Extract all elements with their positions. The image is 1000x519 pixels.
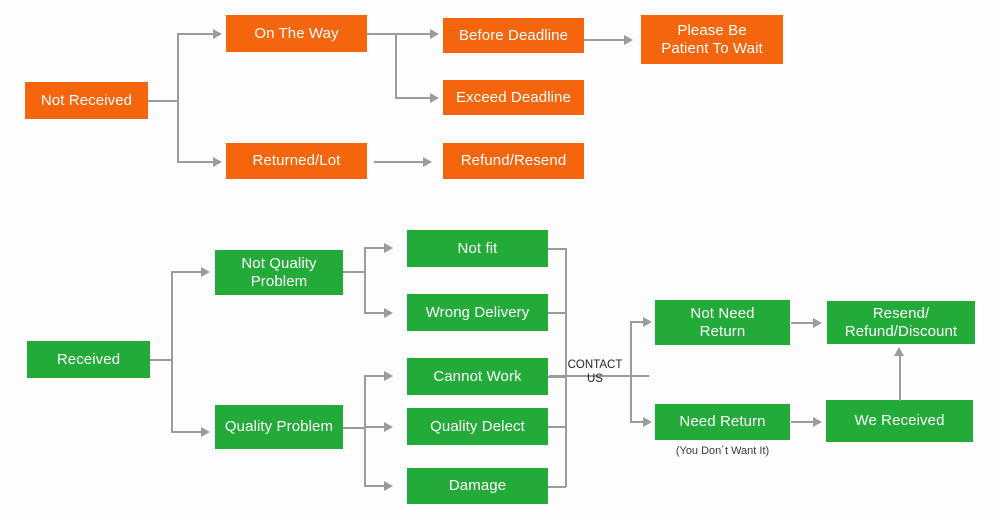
edge-to-on-the-way — [177, 33, 214, 35]
arrowhead-up-to-resend-refund-discount — [894, 347, 904, 356]
label-you-dont-want-it: (You Don´t Want It) — [675, 445, 770, 457]
edge-to-not-quality-problem — [171, 271, 202, 273]
node-wrong-delivery[interactable]: Wrong Delivery — [407, 294, 548, 331]
node-before-deadline[interactable]: Before Deadline — [443, 18, 584, 53]
node-not-quality-problem[interactable]: Not Quality Problem — [215, 250, 343, 295]
edge-return-split-vertical — [630, 321, 632, 422]
node-exceed-deadline[interactable]: Exceed Deadline — [443, 80, 584, 115]
edge-to-exceed-deadline — [395, 97, 430, 99]
label-contact-us: CONTACT US — [567, 359, 623, 386]
arrowhead-to-wrong-delivery — [384, 307, 393, 318]
arrowhead-to-please-be-patient — [624, 34, 633, 45]
edge-received-split-vertical — [171, 272, 173, 432]
edge-to-quality-delect — [364, 426, 385, 428]
edge-not-received-split-vertical — [177, 34, 179, 162]
arrowhead-to-we-received — [813, 416, 822, 427]
arrowhead-to-exceed-deadline — [430, 92, 439, 103]
arrowhead-to-need-return — [643, 416, 652, 427]
arrowhead-to-not-need-return — [643, 316, 652, 327]
arrowhead-to-returned-lot — [213, 156, 222, 167]
arrowhead-to-damage — [384, 480, 393, 491]
edge-quality-delect-stub — [548, 426, 566, 428]
edge-quality-problem-out — [343, 427, 365, 429]
node-resend-refund-discount[interactable]: Resend/ Refund/Discount — [827, 301, 975, 344]
node-damage[interactable]: Damage — [407, 468, 548, 504]
edge-to-need-return — [630, 421, 644, 423]
node-we-received[interactable]: We Received — [826, 400, 973, 442]
arrowhead-to-quality-delect — [384, 421, 393, 432]
edge-to-wrong-delivery — [364, 312, 385, 314]
edge-need-return-to-we-received — [791, 421, 814, 423]
arrowhead-to-resend-refund-discount — [813, 317, 822, 328]
arrowhead-to-not-fit — [384, 242, 393, 253]
edge-to-not-fit — [364, 247, 385, 249]
arrowhead-to-quality-problem — [201, 426, 210, 437]
edge-to-quality-problem — [171, 431, 202, 433]
node-on-the-way[interactable]: On The Way — [226, 15, 367, 52]
node-quality-delect[interactable]: Quality Delect — [407, 408, 548, 445]
edge-not-need-return-to-resend — [791, 322, 814, 324]
edge-nqp-split-vertical — [364, 248, 366, 313]
edge-to-not-need-return — [630, 321, 644, 323]
edge-to-returned-lot — [177, 161, 214, 163]
node-returned-lot[interactable]: Returned/Lot — [226, 143, 367, 179]
arrowhead-to-before-deadline — [430, 28, 439, 39]
edge-to-cannot-work — [364, 375, 385, 377]
edge-cannot-work-stub — [548, 376, 566, 378]
edge-contact-us-collector-bus — [565, 248, 567, 487]
edge-not-received-out — [148, 100, 178, 102]
node-cannot-work[interactable]: Cannot Work — [407, 358, 548, 395]
edge-deadline-split-vertical — [395, 33, 397, 98]
edge-not-quality-problem-out — [343, 271, 365, 273]
arrowhead-to-refund-resend — [423, 156, 432, 167]
edge-wrong-delivery-stub — [548, 312, 566, 314]
edge-damage-stub — [548, 486, 566, 488]
edge-received-out — [150, 359, 172, 361]
node-not-need-return[interactable]: Not Need Return — [655, 300, 790, 345]
edge-qp-split-vertical — [364, 376, 366, 486]
node-refund-resend[interactable]: Refund/Resend — [443, 143, 584, 179]
node-not-fit[interactable]: Not fit — [407, 230, 548, 267]
edge-on-the-way-out — [367, 33, 396, 35]
node-not-received[interactable]: Not Received — [25, 82, 148, 119]
arrowhead-to-not-quality-problem — [201, 266, 210, 277]
edge-to-damage — [364, 485, 385, 487]
arrowhead-to-on-the-way — [213, 28, 222, 39]
edge-to-before-deadline — [395, 33, 430, 35]
arrowhead-to-cannot-work — [384, 370, 393, 381]
edge-contact-us-trunk-left — [549, 375, 649, 377]
edge-we-received-to-resend-vertical — [899, 355, 901, 401]
node-quality-problem[interactable]: Quality Problem — [215, 405, 343, 449]
edge-returned-lot-to-refund-resend — [374, 161, 424, 163]
node-received[interactable]: Received — [27, 341, 150, 378]
node-need-return[interactable]: Need Return — [655, 404, 790, 440]
node-please-be-patient-to-wait[interactable]: Please Be Patient To Wait — [641, 15, 783, 64]
edge-not-fit-stub — [548, 248, 566, 250]
edge-before-deadline-to-patient — [584, 39, 625, 41]
